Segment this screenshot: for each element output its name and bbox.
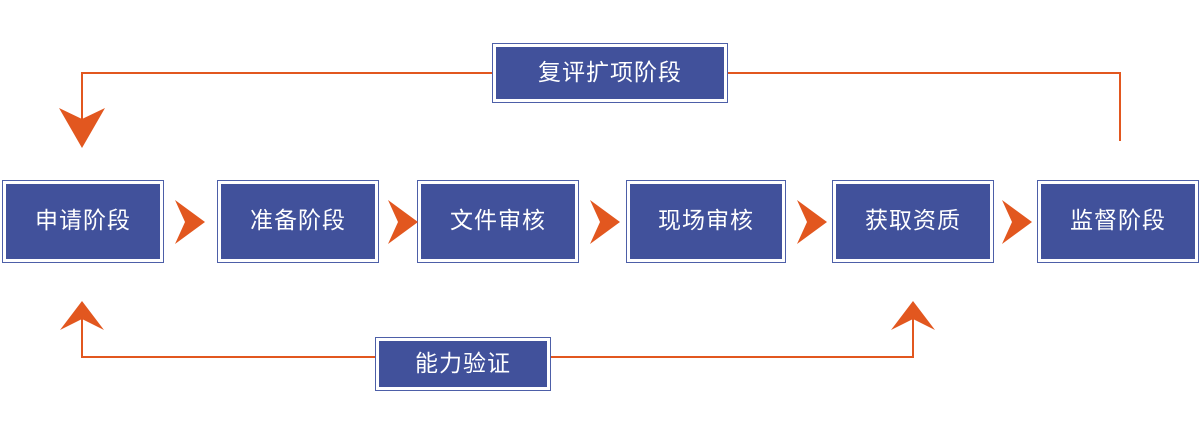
node-reassess[interactable]: 复评扩项阶段 — [492, 43, 728, 103]
stage-supervise-label: 监督阶段 — [1041, 184, 1195, 259]
arrowhead-up-to-certify — [891, 301, 935, 330]
chevron-right-icon-1 — [175, 200, 205, 244]
connector-certify-to-proficiency — [551, 312, 914, 358]
node-reassess-label: 复评扩项阶段 — [496, 47, 724, 99]
stage-site-audit-label: 现场审核 — [630, 184, 782, 259]
stage-apply[interactable]: 申请阶段 — [2, 180, 164, 263]
arrowhead-down-to-apply — [59, 108, 105, 148]
connector-proficiency-to-apply — [81, 312, 375, 358]
stage-doc-review[interactable]: 文件审核 — [417, 180, 579, 263]
stage-prepare[interactable]: 准备阶段 — [217, 180, 379, 263]
chevron-right-icon-2 — [388, 200, 418, 244]
node-proficiency-label: 能力验证 — [379, 341, 547, 387]
chevron-right-icon-4 — [797, 200, 827, 244]
chevron-right-icon-3 — [590, 200, 620, 244]
stage-supervise[interactable]: 监督阶段 — [1037, 180, 1199, 263]
arrowhead-up-to-apply — [60, 301, 104, 330]
stage-doc-review-label: 文件审核 — [421, 184, 575, 259]
stage-site-audit[interactable]: 现场审核 — [626, 180, 786, 263]
connector-supervise-up-right — [728, 72, 1121, 141]
chevron-right-icon-5 — [1002, 200, 1032, 244]
stage-get-cert[interactable]: 获取资质 — [832, 180, 994, 263]
stage-apply-label: 申请阶段 — [6, 184, 160, 259]
stage-get-cert-label: 获取资质 — [836, 184, 990, 259]
connector-reassess-to-apply — [81, 72, 492, 133]
node-proficiency[interactable]: 能力验证 — [375, 337, 551, 391]
stage-prepare-label: 准备阶段 — [221, 184, 375, 259]
